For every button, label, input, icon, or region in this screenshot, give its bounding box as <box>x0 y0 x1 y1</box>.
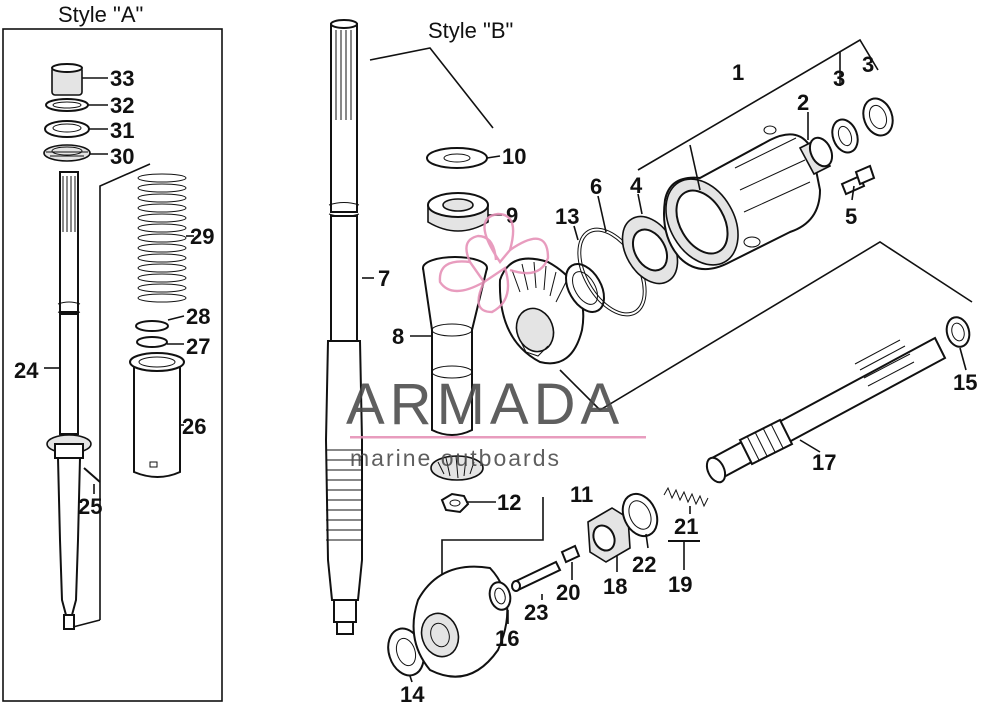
brand-name: ARMADA <box>346 372 624 437</box>
spring-29 <box>137 173 187 303</box>
bearing-4 <box>621 215 679 285</box>
callout-24: 24 <box>14 358 39 383</box>
sleeve-26 <box>129 352 185 478</box>
callout-33: 33 <box>110 66 134 91</box>
callout-8: 8 <box>392 324 404 349</box>
brand-rule <box>350 436 646 439</box>
brand-tagline: marine outboards <box>350 445 561 471</box>
callout-29: 29 <box>190 224 214 249</box>
callout-6: 6 <box>590 174 602 199</box>
callout-25: 25 <box>78 494 102 519</box>
callout-labels: 1 2 3 3 4 5 6 7 8 9 10 11 12 13 14 15 16… <box>14 52 977 704</box>
callout-12: 12 <box>497 490 521 515</box>
bearing-9 <box>427 192 489 232</box>
style-b-label: Style "B" <box>428 18 513 43</box>
callout-3b: 3 <box>862 52 874 77</box>
callout-16: 16 <box>495 626 519 651</box>
plunger-23 <box>511 560 562 592</box>
ring-22 <box>621 492 659 538</box>
clutch-dog-18 <box>587 507 631 563</box>
bushing-33 <box>51 63 83 96</box>
callout-1: 1 <box>732 60 744 85</box>
callout-3a: 3 <box>833 66 845 91</box>
callout-30: 30 <box>110 144 134 169</box>
pinion-gear-11 <box>430 455 484 481</box>
callout-21: 21 <box>674 514 698 539</box>
washer-31 <box>44 120 90 138</box>
callout-27: 27 <box>186 334 210 359</box>
bearing-carrier-1 <box>663 125 822 270</box>
callout-5: 5 <box>845 204 857 229</box>
ring-28 <box>135 320 169 332</box>
spring-21 <box>663 486 709 508</box>
seal-3-outer <box>862 97 894 137</box>
callout-10: 10 <box>502 144 526 169</box>
callout-17: 17 <box>812 450 836 475</box>
callout-14: 14 <box>400 682 425 704</box>
shim-16 <box>488 581 512 611</box>
style-a-label: Style "A" <box>58 2 143 27</box>
callout-4: 4 <box>630 173 643 198</box>
style-a-frame <box>2 28 223 702</box>
needle-bearing-2 <box>798 136 834 176</box>
callout-22: 22 <box>632 552 656 577</box>
callout-9: 9 <box>506 203 518 228</box>
washer-10 <box>426 147 488 169</box>
forward-gear <box>498 257 585 365</box>
callout-19: 19 <box>668 572 692 597</box>
callout-11: 11 <box>570 482 593 507</box>
callout-15: 15 <box>953 370 977 395</box>
drive-shaft-24 <box>46 171 92 630</box>
callout-2: 2 <box>797 90 809 115</box>
pin-20 <box>560 544 581 564</box>
drive-shaft-7 <box>324 19 363 635</box>
propeller-shaft-17 <box>705 336 947 484</box>
seal-3-inner <box>831 118 859 154</box>
reverse-gear <box>412 565 509 678</box>
callout-28: 28 <box>186 304 210 329</box>
thrust-bearing-30 <box>43 144 91 162</box>
pin-25 <box>83 467 101 483</box>
flower-logo-icon <box>438 212 550 314</box>
armada-watermark: ARMADA marine outboards <box>346 212 646 471</box>
callout-7: 7 <box>378 266 390 291</box>
callout-18: 18 <box>603 574 627 599</box>
callout-23: 23 <box>524 600 548 625</box>
nut-12 <box>440 492 470 514</box>
washer-32 <box>45 98 89 112</box>
ring-27 <box>136 336 168 348</box>
callout-32: 32 <box>110 93 134 118</box>
o-ring-13 <box>565 263 605 313</box>
washer-15 <box>945 316 971 348</box>
callout-26: 26 <box>182 414 206 439</box>
callout-20: 20 <box>556 580 580 605</box>
callout-31: 31 <box>110 118 134 143</box>
bolt-5 <box>840 164 876 196</box>
callout-13: 13 <box>555 204 579 229</box>
